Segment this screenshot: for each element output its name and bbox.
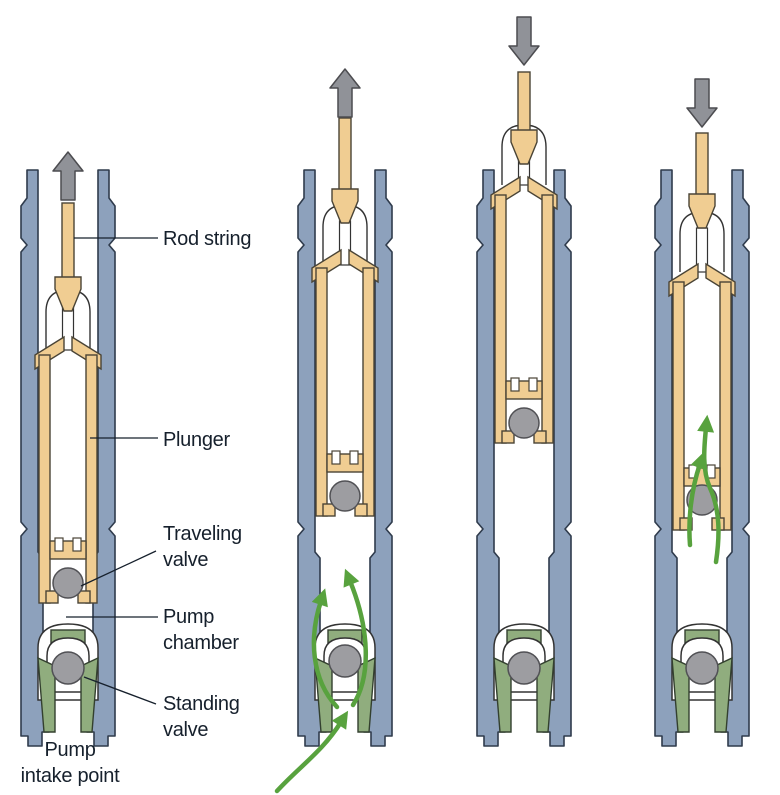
pump-2-plunger: [311, 249, 379, 517]
pump-3-rod-string: [517, 71, 531, 133]
pump-2-up-arrow-icon: [329, 68, 361, 118]
label-traveling-valve: Traveling valve: [163, 523, 242, 571]
label-plunger: Plunger: [163, 429, 230, 451]
pump-4-flow-arrow-icons: [687, 414, 721, 565]
pump-2-flow-arrow-icons: [274, 568, 368, 794]
pump-3: [476, 16, 572, 747]
pump-3-standing-valve-ball: [507, 651, 541, 685]
pump-4: [654, 78, 750, 747]
label-standing-valve: Standing valve: [163, 693, 240, 741]
pump-4-rod-string: [695, 132, 709, 197]
pump-1-traveling-valve-ball: [52, 567, 84, 599]
pump-3-down-arrow-icon: [508, 16, 540, 66]
pump-1-standing-valve-ball: [51, 651, 85, 685]
label-rod-string: Rod string: [163, 228, 252, 250]
pump-1-plunger: [34, 336, 102, 604]
pump-4-down-arrow-icon: [686, 78, 718, 128]
pump-2-rod-string: [338, 117, 352, 192]
pump-2: [274, 68, 393, 794]
pump-2-standing-valve-ball: [328, 644, 362, 678]
standing-valve-leader: [83, 676, 157, 705]
pump-2-traveling-valve-ball: [329, 480, 361, 512]
label-pump-intake-point: Pump intake point: [20, 739, 120, 787]
pump-3-traveling-valve-ball: [508, 407, 540, 439]
pump-4-standing-valve-ball: [685, 651, 719, 685]
pump-1-up-arrow-icon: [52, 151, 84, 201]
pump-3-plunger: [490, 176, 558, 444]
label-pump-chamber: Pump chamber: [163, 606, 239, 654]
pump-1: [20, 151, 116, 747]
pump-1-rod-string: [61, 202, 75, 280]
traveling-valve-leader: [80, 550, 157, 587]
leader-lines: [66, 237, 158, 705]
